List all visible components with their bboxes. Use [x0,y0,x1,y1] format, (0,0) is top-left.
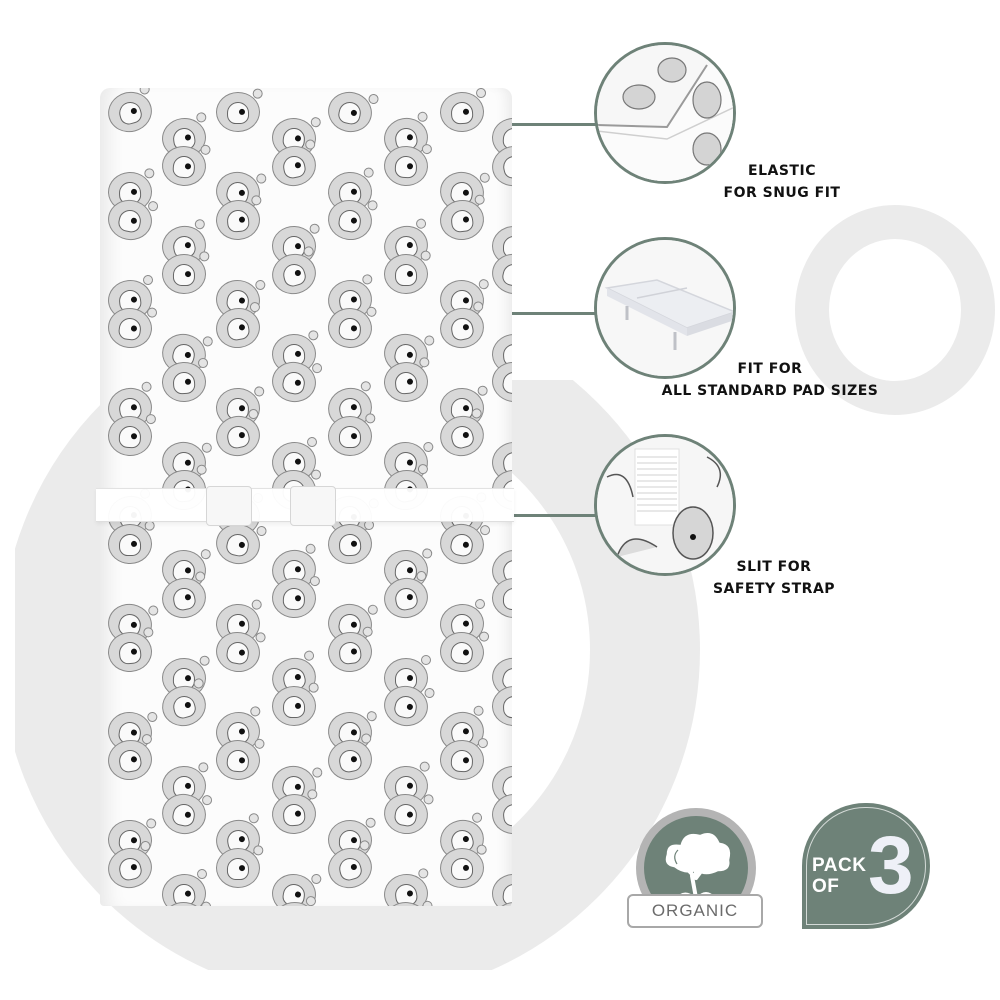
feature-label-elastic: ELASTIC FOR SNUG FIT [712,160,852,204]
pack-text-line1: PACK [812,855,867,876]
pack-count: 3 [868,820,914,911]
feature-label-slit: SLIT FOR SAFETY STRAP [694,556,854,600]
strap-buckle-left [206,486,252,526]
changing-pad-icon [597,240,733,376]
bear-face-icon [489,791,512,837]
bear-face-icon [490,871,512,906]
feature-label-line1: SLIT FOR [736,559,812,575]
bear-face-icon [490,684,512,728]
bear-face-icon [382,144,430,188]
bear-face-icon [161,253,207,295]
strap-buckle-right [290,486,336,526]
bear-face-icon [106,414,154,458]
connector-line-fit [508,312,596,315]
detail-circle-slit [594,434,736,576]
connector-line-slit [508,514,596,517]
bear-face-icon [439,847,485,889]
feature-label-line1: FIT FOR [737,361,803,377]
pack-text-line2: OF [812,876,840,897]
bear-face-icon [438,738,486,782]
strap-slit-icon [597,437,733,573]
organic-label: ORGANIC [627,894,763,928]
bear-face-icon [327,415,373,457]
bear-face-icon [326,522,374,566]
feature-label-line2: ALL STANDARD PAD SIZES [661,383,879,399]
feature-label-line2: FOR SNUG FIT [723,185,841,201]
feature-label-line2: SAFETY STRAP [712,581,836,597]
bear-face-icon [160,871,208,906]
pack-badge-border [806,807,926,925]
bear-face-icon [103,88,157,138]
bear-face-icon [215,847,261,889]
bear-face-icon [215,91,261,133]
bear-face-icon [160,360,208,404]
elastic-corner-icon [597,45,733,181]
connector-line-elastic [508,123,596,126]
detail-circle-fit [594,237,736,379]
pack-text: PACK OF [812,855,866,897]
bear-face-icon [383,253,429,295]
bear-face-icon [488,249,512,299]
bear-face-icon [214,738,262,782]
bear-face-icon [107,523,153,565]
bear-face-icon [491,577,512,619]
bear-face-icon [160,144,208,188]
organic-badge: ORGANIC [625,808,765,928]
pack-of-3-badge: PACK OF 3 [802,803,930,929]
feature-label-line1: ELASTIC [748,163,816,179]
bear-face-icon [489,358,512,406]
bear-face-icon [381,871,431,906]
bear-face-icon [270,576,318,620]
feature-label-fit: FIT FOR ALL STANDARD PAD SIZES [650,358,890,402]
detail-circle-elastic [594,42,736,184]
bear-face-icon [438,90,486,134]
bear-face-icon [324,88,376,137]
bear-face-icon [326,306,374,350]
bear-face-icon [271,685,317,727]
